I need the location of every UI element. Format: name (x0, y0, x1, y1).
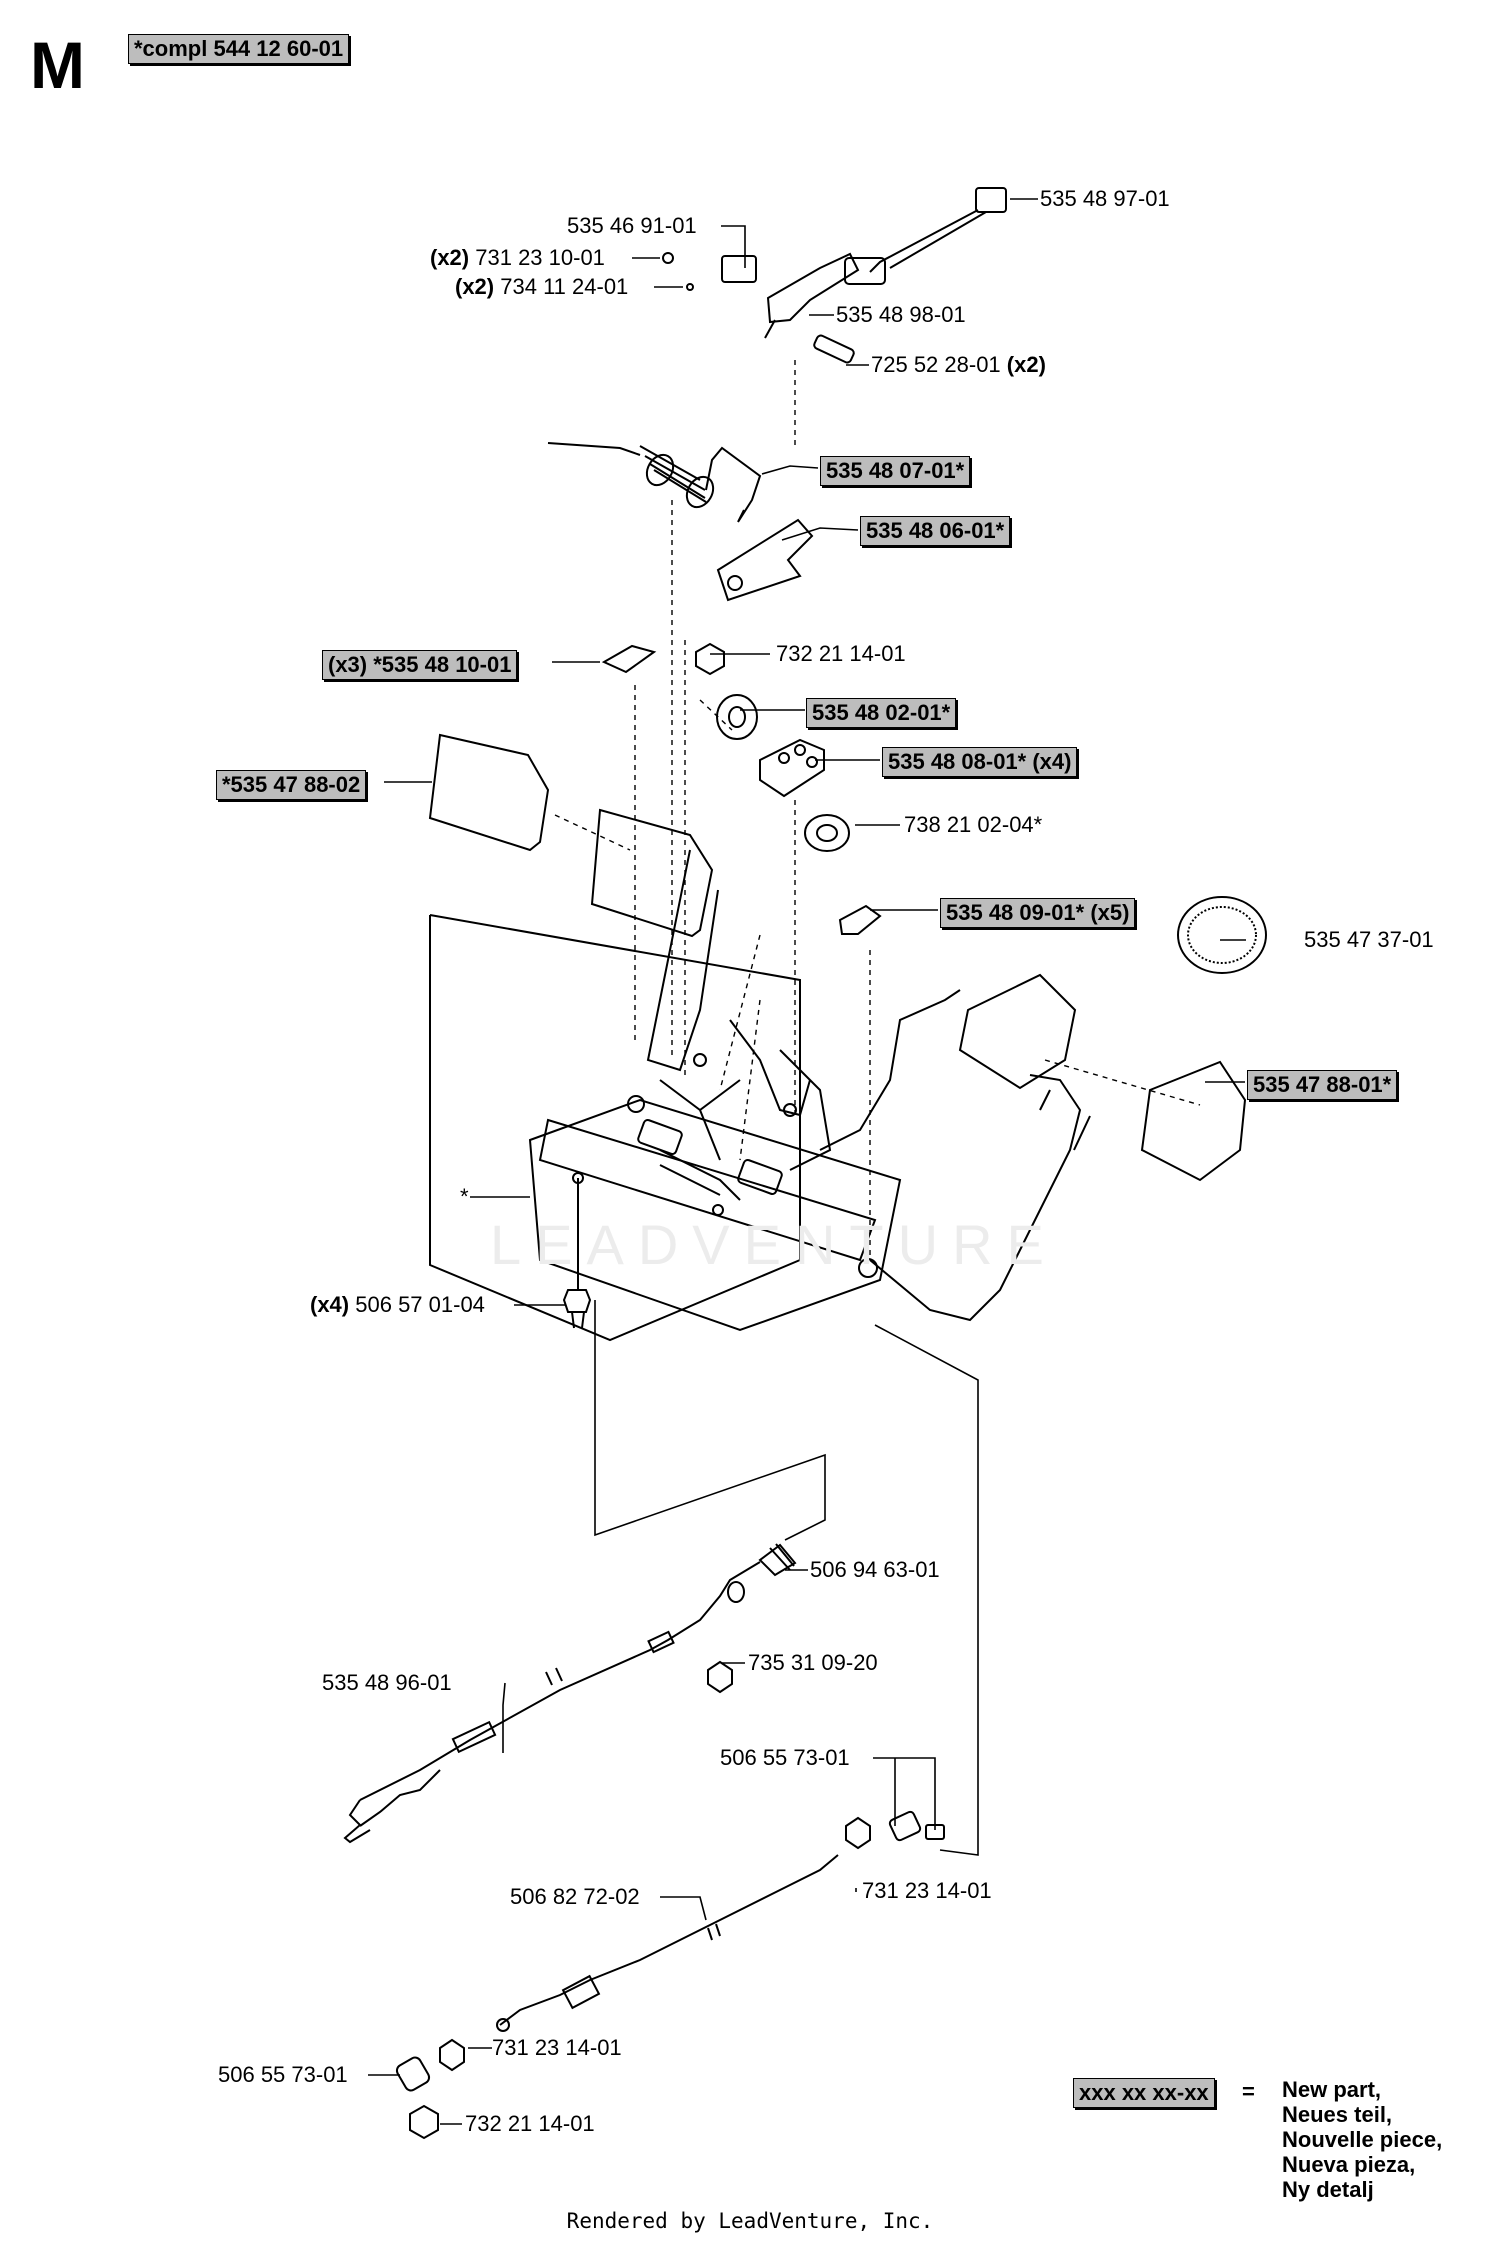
part-label-new[interactable]: *535 47 88-02 (216, 770, 367, 800)
part-label[interactable]: (x2) 734 11 24-01 (455, 274, 629, 299)
section-letter: M (30, 28, 85, 102)
part-label-new[interactable]: (x3) *535 48 10-01 (322, 650, 518, 680)
legend-sample: xxx xx xx-xx (1073, 2078, 1215, 2108)
part-label-new[interactable]: 535 48 09-01* (x5) (940, 898, 1136, 928)
part-label[interactable]: 732 21 14-01 (776, 641, 906, 666)
part-label[interactable]: 535 46 91-01 (567, 213, 697, 238)
safety-switch (662, 187, 1007, 364)
alignment-lines (554, 360, 1201, 1260)
part-label[interactable]: 506 94 63-01 (810, 1557, 940, 1582)
part-label[interactable]: 535 47 37-01 (1304, 927, 1434, 952)
part-label-new[interactable]: 535 48 08-01* (x4) (882, 747, 1078, 777)
part-label[interactable]: * (460, 1184, 469, 1209)
cable-routing-lines (594, 1300, 979, 1856)
frame-bolt (562, 1178, 592, 1329)
part-label[interactable]: (x2) 731 23 10-01 (430, 245, 605, 270)
pedal-assembly (429, 849, 1091, 1342)
part-label[interactable]: 535 48 96-01 (322, 1670, 452, 1695)
watermark: LEADVENTURE (490, 1213, 1058, 1276)
pedal-pads (428, 733, 1267, 1182)
lock-plate (716, 518, 814, 602)
footer-credit: Rendered by LeadVenture, Inc. (566, 2209, 934, 2233)
part-label-new[interactable]: 535 48 06-01* (860, 516, 1011, 546)
part-label-new[interactable]: 535 48 07-01* (820, 456, 971, 486)
throttle-cable (343, 1543, 797, 1844)
part-label[interactable]: 732 21 14-01 (465, 2111, 595, 2136)
part-label[interactable]: 738 21 02-04* (904, 812, 1043, 837)
part-label[interactable]: 535 48 97-01 (1040, 186, 1170, 211)
small-hardware (601, 642, 882, 935)
part-label[interactable]: 725 52 28-01 (x2) (871, 352, 1046, 377)
assembly-label: *compl 544 12 60-01 (128, 34, 350, 64)
legend-text: New part, Neues teil, Nouvelle piece, Nu… (1282, 2077, 1443, 2202)
part-label[interactable]: 535 48 98-01 (836, 302, 966, 327)
legend-equals: = (1242, 2079, 1255, 2104)
part-label[interactable]: 735 31 09-20 (748, 1650, 878, 1675)
part-label[interactable]: 506 55 73-01 (218, 2062, 348, 2087)
part-label-new[interactable]: 535 47 88-01* (1247, 1070, 1398, 1100)
part-label[interactable]: 731 23 14-01 (862, 1878, 992, 1903)
part-label[interactable]: (x4) 506 57 01-04 (310, 1292, 485, 1317)
part-label[interactable]: 506 55 73-01 (720, 1745, 850, 1770)
part-label[interactable]: 731 23 14-01 (492, 2035, 622, 2060)
return-spring (547, 442, 762, 523)
leader-lines (368, 198, 1246, 2125)
brake-cable (395, 1810, 945, 2140)
part-label[interactable]: 506 82 72-02 (510, 1884, 640, 1909)
part-label-new[interactable]: 535 48 02-01* (806, 698, 957, 728)
